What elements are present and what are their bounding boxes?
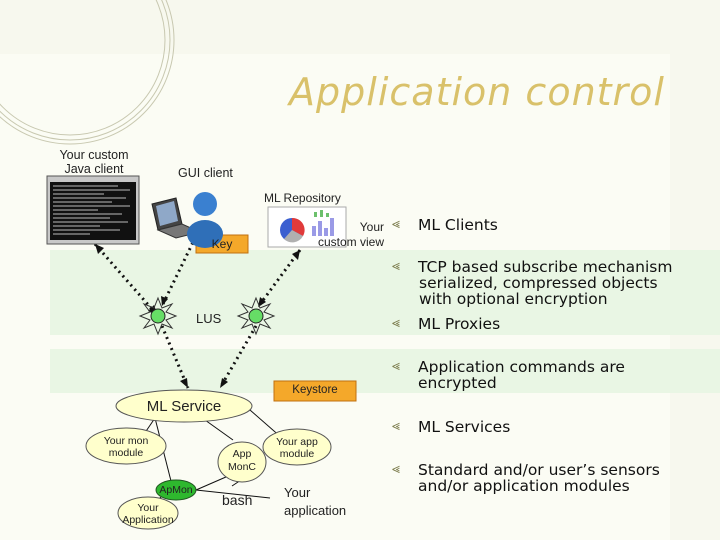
your-mon-module-ellipse [85, 427, 167, 465]
bullet-line: Standard and/or user’s sensors [418, 461, 660, 479]
your-app-module-label: Your app module [263, 436, 331, 460]
ml-service-label: ML Service [146, 398, 222, 415]
laptop-user-icon [151, 192, 223, 248]
your-app-module-line-2: module [279, 448, 315, 460]
slide-title: Application control [289, 70, 665, 114]
lus-label: LUS [196, 311, 222, 326]
your-mon-module-label: Your mon module [86, 435, 166, 459]
gui-client-label: GUI client [178, 166, 233, 180]
custom-java-client-line-1: Your custom [59, 148, 129, 162]
custom-java-client-label: Your custom Java client [56, 148, 132, 176]
link-lus-service [160, 325, 190, 389]
arrowheads [95, 232, 300, 388]
bullet-line: ML Proxies [418, 315, 501, 333]
keystore-box [273, 380, 357, 402]
bullet-tcp-subscribe: TCP based subscribe mechanism serialized… [418, 259, 672, 307]
your-application-small-line-1: Your [137, 502, 159, 514]
bullet-arrow-icon: ⪡ [392, 315, 400, 331]
link-gui-client-lus [160, 231, 200, 307]
your-mon-module-line-2: module [108, 447, 144, 459]
keystore-label: Keystore [292, 384, 338, 396]
bullet-line: and/or application modules [418, 477, 630, 495]
bullet-ml-services: ML Services [418, 419, 510, 435]
your-application-small-line-2: Application [122, 514, 174, 526]
bullet-line: encrypted [418, 374, 497, 392]
bullet-standard-sensors: Standard and/or user’s sensors and/or ap… [418, 462, 660, 494]
apmon-ellipse [155, 479, 197, 501]
ml-repository-label: ML Repository [264, 191, 341, 205]
your-application-line-2: application [284, 503, 347, 518]
connection-lines [93, 231, 302, 389]
link-repository-proxy [256, 249, 302, 308]
your-application-label: Your application [284, 484, 346, 520]
your-custom-view-line-2: custom view [317, 235, 384, 249]
band-commands [50, 349, 720, 393]
app-monc-ellipse [217, 441, 267, 483]
bullet-ml-proxies: ML Proxies [418, 316, 500, 332]
ml-service-ellipse [115, 389, 253, 423]
app-monc-line-1: App [232, 448, 252, 460]
bullet-line: ML Services [418, 418, 511, 436]
bullet-line: ML Clients [418, 216, 498, 234]
bash-label: bash [222, 492, 253, 508]
custom-java-client-line-2: Java client [64, 162, 124, 176]
bullet-line: TCP based subscribe mechanism [418, 258, 673, 276]
lus-star-right [236, 296, 276, 336]
app-monc-line-2: MonC [227, 461, 256, 473]
your-app-module-ellipse [262, 428, 332, 466]
bullet-line: serialized, compressed objects [419, 274, 658, 292]
key-label: Key [211, 237, 233, 251]
app-monc-label: App MonC [218, 448, 266, 474]
bullet-line: with optional encryption [419, 290, 608, 308]
lus-star-left [138, 296, 178, 336]
terminal-screenshot-icon [46, 175, 140, 245]
bullet-arrow-icon: ⪡ [392, 216, 400, 232]
bullet-arrow-icon: ⪡ [392, 418, 400, 434]
apmon-label: ApMon [159, 484, 193, 496]
bullet-line: Application commands are [418, 358, 625, 376]
your-application-line-1: Your [284, 485, 311, 500]
your-mon-module-line-1: Your mon [103, 435, 149, 447]
your-application-ellipse [117, 496, 179, 530]
your-custom-view-label: Your custom view [310, 220, 384, 250]
bullet-ml-clients: ML Clients [418, 217, 498, 233]
bullet-arrow-icon: ⪡ [392, 358, 400, 374]
your-app-module-line-1: Your app [276, 436, 318, 448]
pie-chart-view-icon [267, 206, 347, 248]
link-java-client-lus [93, 243, 160, 317]
your-custom-view-line-1: Your [359, 220, 384, 234]
bullet-arrow-icon: ⪡ [392, 258, 400, 274]
bullet-application-commands: Application commands are encrypted [418, 359, 625, 391]
decorative-circles [0, 0, 175, 145]
your-application-small-label: Your Application [118, 502, 178, 526]
bullet-arrow-icon: ⪡ [392, 461, 400, 477]
link-proxy-service [218, 325, 258, 389]
